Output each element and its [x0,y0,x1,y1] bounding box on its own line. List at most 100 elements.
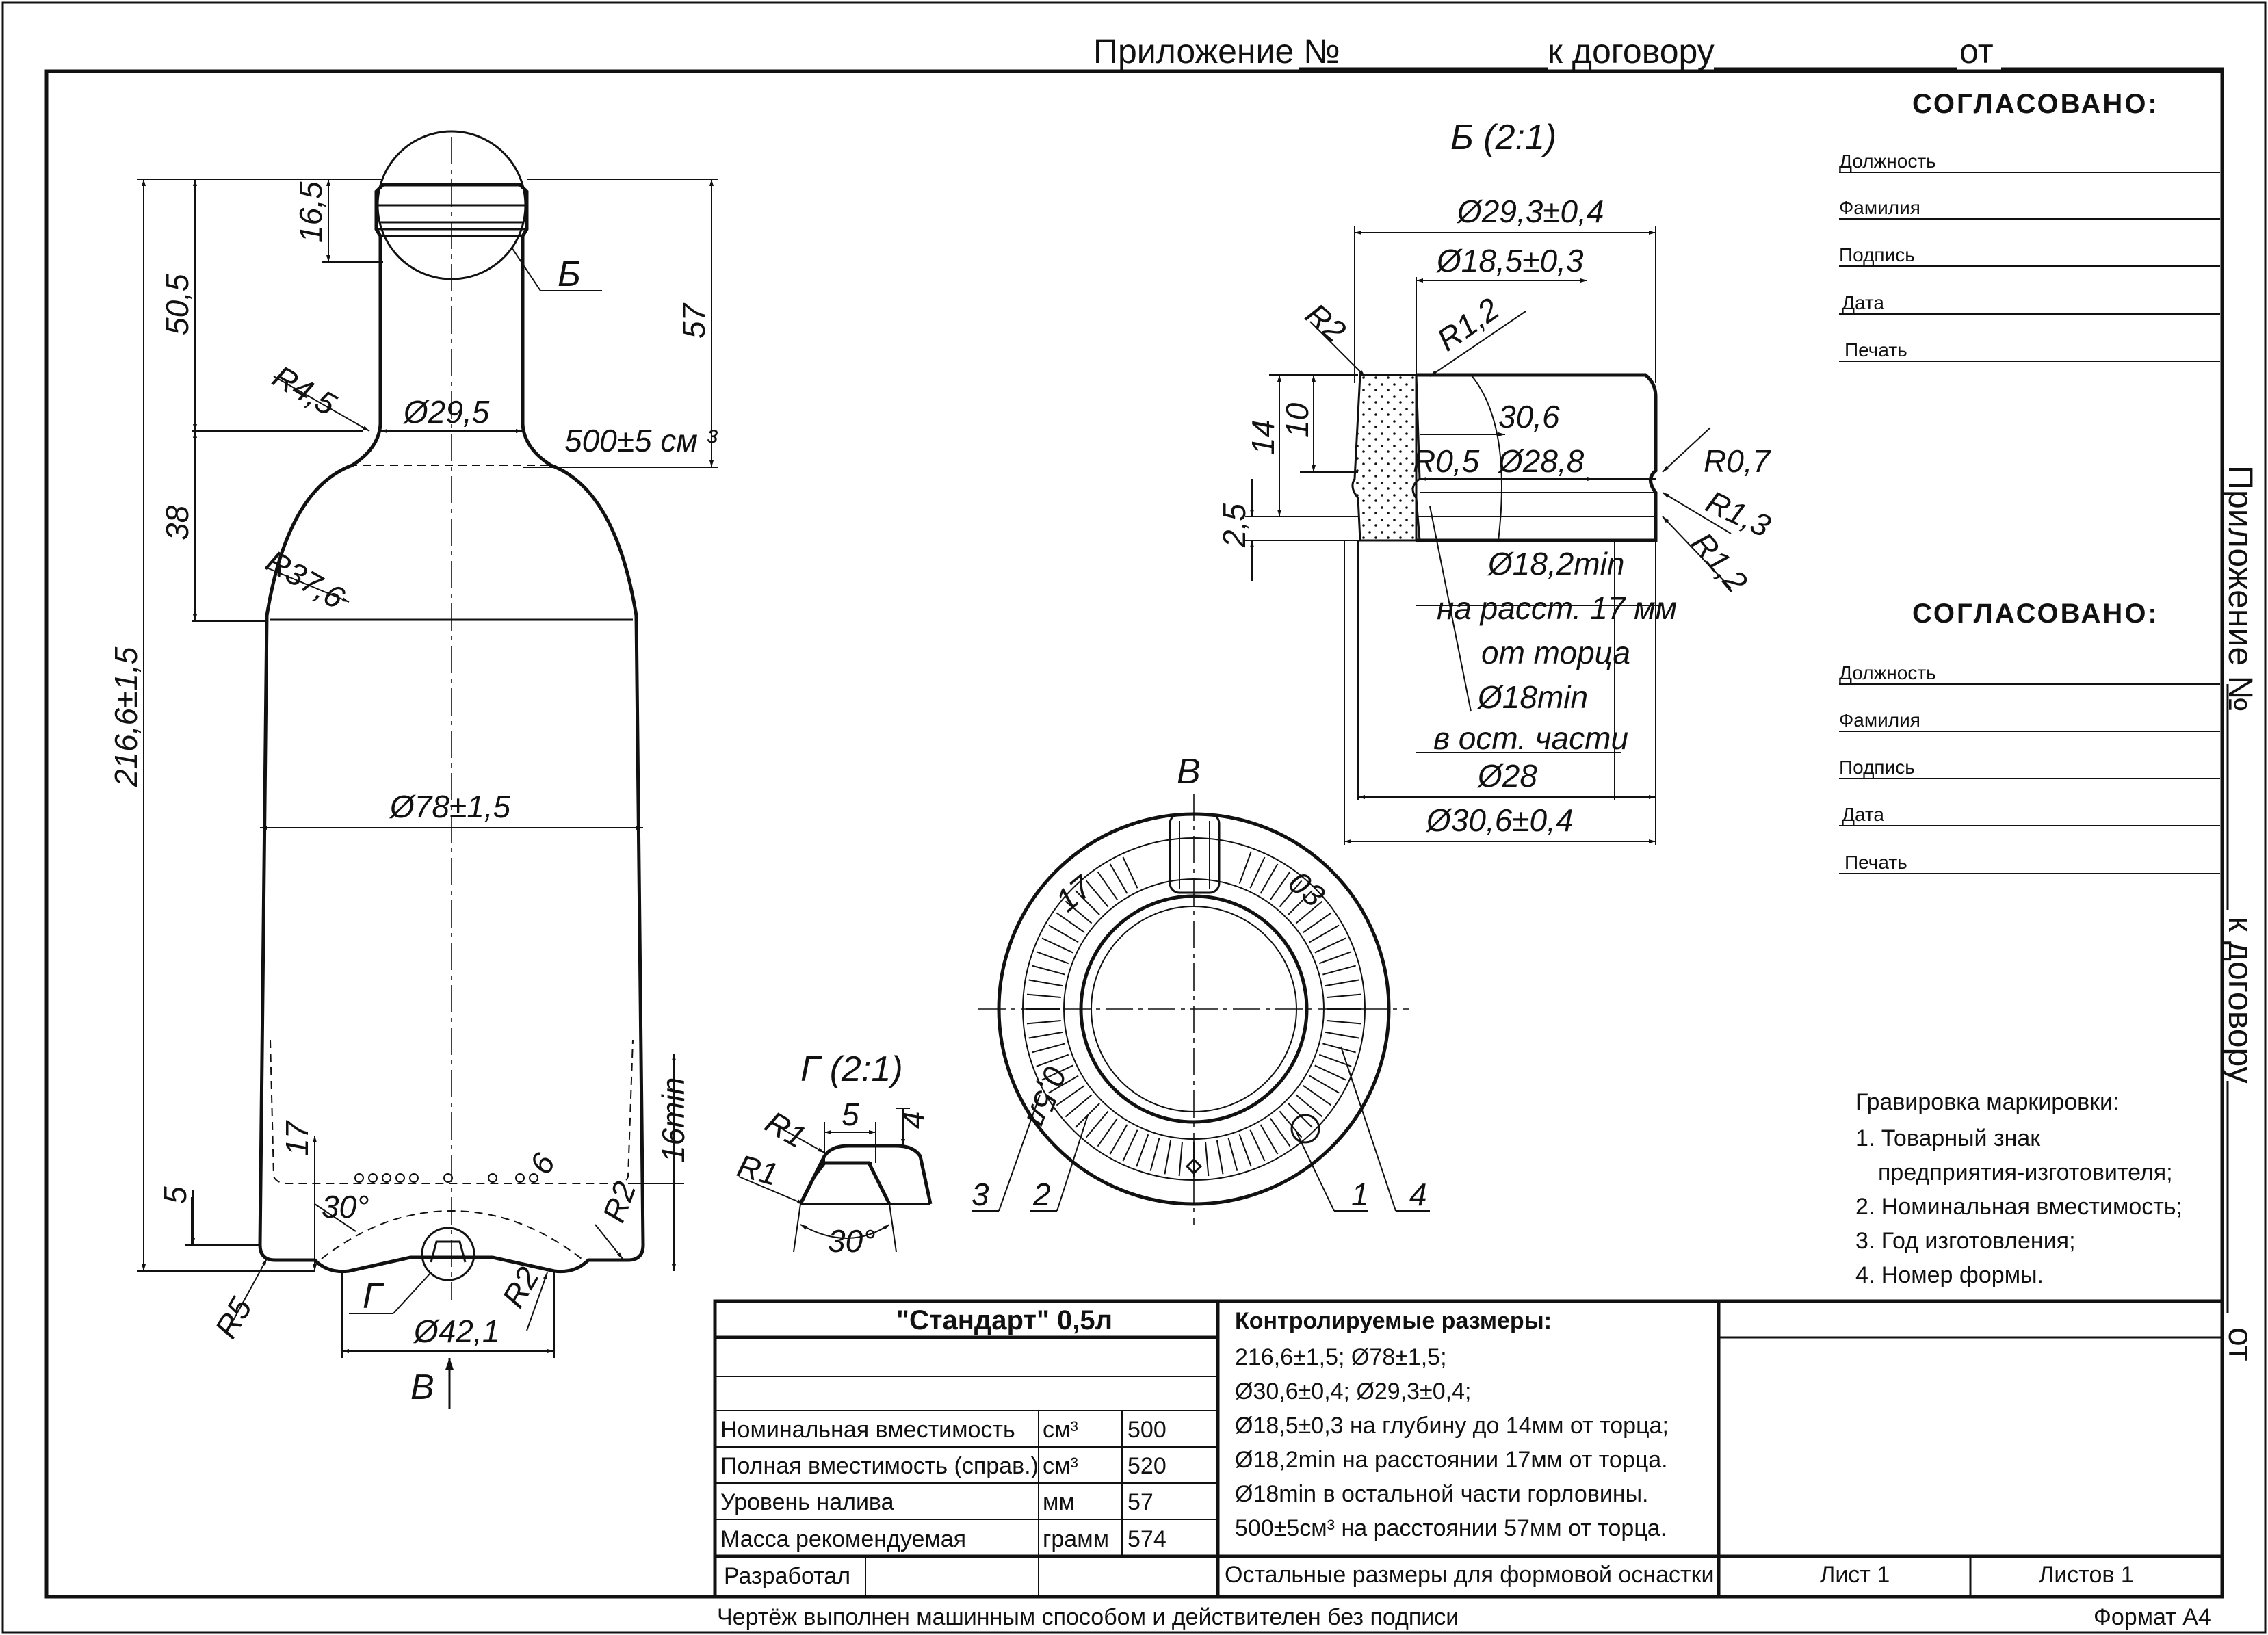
side-label: Приложение № к договору от [2221,465,2260,1361]
knurl-tick [1048,1075,1079,1094]
dim-r0-5: R0,5 [1413,443,1480,479]
knurl-tick [1178,1142,1184,1177]
engraving-item: 1. Товарный знак [1855,1125,2041,1151]
side-from: от [2221,1327,2260,1361]
ring-text-03: 03 [1282,864,1332,914]
approval-field: Дата [1842,804,1884,825]
leader-4: 4 [1409,1177,1427,1212]
dim-g-4: 4 [895,1111,930,1129]
dim-5: 5 [157,1186,193,1204]
dim-d28: Ø28 [1476,758,1537,794]
spec-unit: см³ [1043,1453,1078,1479]
knurl-tick [1303,1085,1332,1106]
dim-16min: 16min [655,1077,691,1163]
detail-v-title: В [1177,752,1201,792]
approval-field: Должность [1839,662,1936,683]
controlled-line: Ø30,6±0,4; Ø29,3±0,4; [1235,1378,1471,1404]
knurl-tick [1295,900,1323,924]
approval-field: Печать [1845,339,1907,361]
dim-r2: R2 [1299,296,1353,350]
bottle-main-view: Б Г В [108,130,718,1409]
knurl-tick [1065,1094,1093,1118]
knurl-tick [1249,856,1266,889]
dim-g-30: 30° [828,1223,876,1259]
dim-57: 57 [676,302,712,339]
dim-2-5: 2,5 [1216,503,1252,548]
knurl-tick [1322,965,1356,976]
knurl-tick [1032,965,1065,976]
knurl-tick [1325,1031,1359,1039]
spec-value: 500 [1128,1417,1166,1443]
knurl-tick [1048,924,1079,943]
knurl-tick [1085,1110,1109,1138]
approval-title: СОГЛАСОВАНО: [1912,599,2159,629]
knurl-tick [1216,1140,1224,1175]
dim-14: 14 [1245,420,1281,455]
dim-216: 216,6±1,5 [108,646,144,787]
knurl-tick [1303,912,1332,933]
engraving-item: 2. Номинальная вместимость; [1855,1194,2182,1220]
side-appendix: Приложение № [2221,465,2260,712]
dim-17: 17 [279,1120,315,1156]
knurl-tick [1238,851,1252,885]
knurl-tick [1085,880,1109,908]
leader-3: 3 [972,1177,989,1212]
dim-g-r1a: R1 [759,1104,812,1155]
leader-1: 1 [1351,1177,1369,1212]
approval-field: Должность [1839,151,1936,172]
dim-d18min: Ø18min [1476,679,1588,715]
knurl-tick [1238,1134,1252,1167]
dim-6: 6 [523,1147,562,1180]
approval-title: СОГЛАСОВАНО: [1912,89,2159,119]
detail-v-view: В 17 03 0,5л 3 2 1 4 [972,752,1430,1225]
knurl-tick [1149,1138,1160,1171]
approval-field: Печать [1845,852,1907,873]
knurl-tick [1026,1019,1061,1025]
dim-d18-5: Ø18,5±0,3 [1435,243,1584,278]
dim-r2-a: R2 [596,1177,643,1227]
dim-volume: 500±5 см ³ [564,423,718,458]
knurl-tick [1065,900,1093,924]
dim-d29-5: Ø29,5 [402,394,490,430]
engraving-title: Гравировка маркировки: [1855,1089,2120,1115]
knurl-tick [1309,924,1340,943]
spec-unit: мм [1043,1489,1075,1515]
knurl-tick [1122,856,1138,889]
dim-50-5: 50,5 [159,274,195,335]
spec-value: 57 [1128,1489,1153,1515]
ring-knurl [1026,851,1361,1177]
knurl-tick [1041,937,1073,954]
spec-label: Уровень налива [720,1489,894,1515]
dim-38: 38 [159,505,195,540]
title-block: "Стандарт" 0,5л Номинальная вместимость … [713,1299,2224,1599]
footer: Чертёж выполнен машинным способом и дейс… [717,1604,2211,1630]
ring-text-17: 17 [1049,868,1099,919]
engraving-item: предприятия-изготовителя; [1878,1160,2173,1186]
dim-30deg: 30° [322,1189,369,1225]
knurl-tick [1325,979,1359,987]
ring-text-05: 0,5л [1019,1062,1074,1132]
dim-d42: Ø42,1 [413,1313,499,1349]
controlled-line: Ø18,5±0,3 на глубину до 14мм от торца; [1235,1413,1669,1439]
dim-r5: R5 [208,1292,259,1344]
knurl-tick [1260,863,1279,894]
knurl-tick [1028,979,1063,987]
header: Приложение № к договору от [1093,32,2224,70]
knurl-tick [1279,880,1303,908]
knurl-tick [1036,951,1069,965]
developed-label: Разработал [724,1563,850,1589]
approval-field: Подпись [1839,244,1915,265]
dim-d29-3: Ø29,3±0,4 [1456,194,1604,229]
dim-g-5: 5 [842,1097,859,1132]
dim-r37-6: R37,6 [260,543,351,616]
detail-b-title: Б (2:1) [1450,118,1556,157]
knurl-tick [1314,937,1346,954]
approval-field: Фамилия [1839,197,1920,218]
knurl-tick [1260,1124,1279,1155]
leader-2: 2 [1032,1177,1051,1212]
controlled-title: Контролируемые размеры: [1235,1308,1552,1334]
dim-d78: Ø78±1,5 [389,789,511,824]
knurl-tick [1279,1110,1303,1138]
knurl-tick [1097,871,1118,900]
knurl-tick [1270,1118,1291,1147]
